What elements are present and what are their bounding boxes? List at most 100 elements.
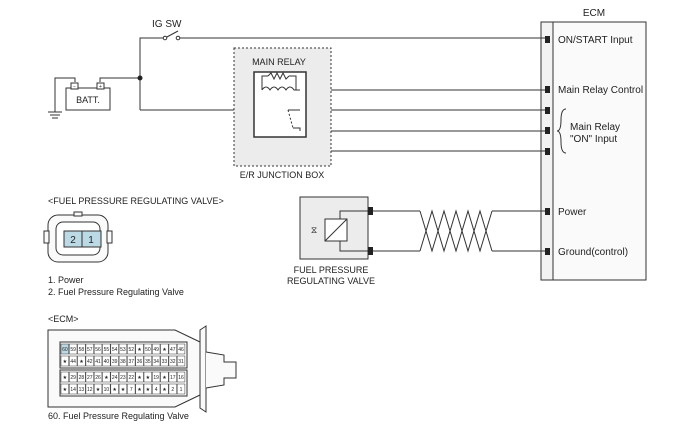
ecm-pin-cell	[135, 355, 144, 367]
ecm-pin-cell	[127, 355, 136, 367]
ig-switch	[162, 35, 181, 41]
ecm-pin-cell	[143, 343, 152, 355]
ecm-pin-label: ★	[121, 387, 126, 393]
ecm-pin-label: ★	[162, 387, 167, 393]
ecm-pin-cell	[168, 383, 177, 395]
ecm-pin-on-start: ON/START Input	[558, 35, 633, 46]
ecm-pin-label: 26	[95, 375, 101, 381]
valve-label-1: FUEL PRESSURE	[294, 265, 369, 275]
ecm-pin-cell	[135, 383, 144, 395]
ecm-pin-label: 10	[104, 387, 110, 393]
ecm-pin-cell	[60, 383, 69, 395]
svg-text:+: +	[99, 84, 102, 90]
ecm-pin-cell	[69, 355, 78, 367]
svg-text:−: −	[73, 84, 76, 90]
ecm-pin-label: 55	[104, 347, 110, 353]
ecm-pin-cell	[176, 343, 186, 355]
ecm-pin-cell	[93, 383, 103, 395]
ecm-pin-label: 29	[70, 375, 76, 381]
ecm-pin-cell	[127, 371, 136, 383]
ecm-pin-label: 28	[79, 375, 85, 381]
ecm-pin-cell	[118, 371, 128, 383]
ecm-pin-cell	[93, 343, 103, 355]
ecm-pin-label: 50	[145, 347, 151, 353]
ecm-pin-label: 59	[70, 347, 76, 353]
fuel-valve: ⧖ FUEL PRESSURE REGULATING VALVE	[287, 196, 375, 286]
ecm-pin-label: 60	[62, 347, 68, 353]
ecm-pin-label: 13	[79, 387, 85, 393]
ecm-pin-cell	[85, 371, 94, 383]
ecm-pin-label: 37	[128, 359, 134, 365]
ecm-pin-label: 27	[87, 375, 93, 381]
ecm-pin-label: ★	[63, 375, 68, 381]
valve-connector-title: <FUEL PRESSURE REGULATING VALVE>	[48, 196, 224, 206]
ecm-pin-label: 53	[120, 347, 126, 353]
ecm-pin-cell	[93, 371, 103, 383]
ecm-pin-label: 49	[153, 347, 159, 353]
ecm-pin-label: 16	[178, 375, 184, 381]
ecm-pin-label: 39	[112, 359, 118, 365]
ecm-pin-label: 24	[112, 375, 118, 381]
ecm-pin-cell	[152, 371, 161, 383]
ecm-pin-power: Power	[558, 207, 587, 218]
ecm-pin-cell	[110, 383, 119, 395]
ecm-pin-label: 58	[79, 347, 85, 353]
ecm-pin-label: ★	[104, 375, 109, 381]
ecm-pin-cell	[135, 343, 144, 355]
ecm-pin-label: 38	[120, 359, 126, 365]
ecm-pin-cell	[102, 355, 111, 367]
ecm-pin-cell	[152, 355, 161, 367]
ecm-pin-cell	[143, 383, 152, 395]
ecm-pin-label: ★	[146, 375, 151, 381]
ecm-pin-main-relay-on-2: "ON" Input	[570, 134, 617, 145]
ecm-pin-label: 19	[153, 375, 159, 381]
ecm-pin-label: 40	[104, 359, 110, 365]
ecm-module: ECM ON/START Input Main Relay Control Ma…	[540, 8, 647, 281]
junction-box-label: E/R JUNCTION BOX	[240, 170, 325, 180]
ecm-pin-label: 22	[128, 375, 134, 381]
ecm-pin-label: ★	[137, 347, 142, 353]
ecm-pin-cell	[77, 355, 86, 367]
valve-legend-1: 1. Power	[48, 275, 84, 285]
ecm-pin-label: 46	[178, 347, 184, 353]
ecm-pin-label: 54	[112, 347, 118, 353]
ecm-pin-label: 41	[95, 359, 101, 365]
ecm-pin-cell	[60, 343, 69, 355]
ecm-pin-label: ★	[112, 387, 117, 393]
ecm-pin-cell	[77, 343, 86, 355]
ecm-pin-cell	[176, 371, 186, 383]
ecm-pin-cell	[69, 371, 78, 383]
ecm-pin-cell	[118, 343, 128, 355]
ecm-pin-cell	[152, 343, 161, 355]
ecm-pin-cell	[85, 355, 94, 367]
ecm-pin-cell	[110, 343, 119, 355]
ecm-pin-main-relay-control: Main Relay Control	[558, 85, 643, 96]
ecm-pin-label: 7	[130, 387, 133, 393]
valve-pin-2: 2	[70, 235, 76, 246]
ecm-pin-cell	[135, 371, 144, 383]
ecm-pin-label: 17	[170, 375, 176, 381]
ecm-pin-cell	[85, 383, 94, 395]
ecm-pin-label: ★	[137, 387, 142, 393]
ecm-pin-cell	[118, 383, 128, 395]
ecm-pin-label: 42	[87, 359, 93, 365]
ecm-pin-label: ★	[63, 387, 68, 393]
ecm-pin-label: ★	[79, 359, 84, 365]
ecm-pin-cell	[102, 383, 111, 395]
ecm-pin-label: ★	[63, 359, 68, 365]
ecm-pin-label: 1	[180, 387, 183, 393]
ecm-pin-cell	[69, 383, 78, 395]
ecm-pin-cell	[176, 383, 186, 395]
ecm-pin-cell	[69, 343, 78, 355]
ecm-pin-cell	[143, 371, 152, 383]
ecm-pin-cell	[160, 371, 169, 383]
ecm-pin-cell	[168, 371, 177, 383]
ecm-pin-label: 12	[87, 387, 93, 393]
ecm-pin-label: 44	[70, 359, 76, 365]
ecm-pin-cell	[60, 371, 69, 383]
ecm-pin-label: ★	[162, 375, 167, 381]
ecm-pin-cell	[93, 355, 103, 367]
ecm-pin-cell	[110, 371, 119, 383]
ecm-pin-cell	[77, 383, 86, 395]
ecm-pin-label: 4	[155, 387, 158, 393]
